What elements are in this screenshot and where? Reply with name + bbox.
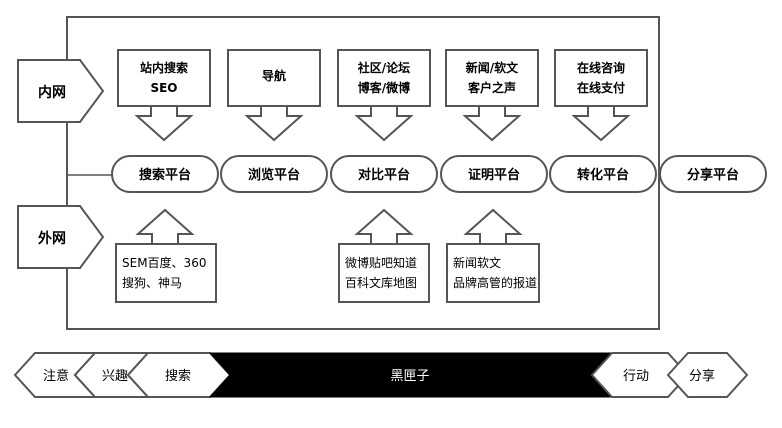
platform-pill-0: 搜索平台 bbox=[111, 155, 219, 193]
funnel-stage-label: 搜索 bbox=[165, 369, 191, 384]
top-box-line: SEO bbox=[150, 81, 177, 95]
down-arrow bbox=[462, 105, 522, 142]
platform-pill-5: 分享平台 bbox=[659, 155, 767, 193]
top-box-line: 客户之声 bbox=[467, 80, 516, 95]
platform-label: 搜索平台 bbox=[139, 167, 191, 183]
top-box-line: 在线支付 bbox=[577, 80, 625, 95]
down-arrow bbox=[571, 105, 631, 142]
up-arrow bbox=[354, 208, 414, 245]
platform-pill-3: 证明平台 bbox=[440, 155, 548, 193]
platform-label: 分享平台 bbox=[687, 167, 739, 183]
funnel-stage-right-0: 行动 bbox=[590, 352, 690, 398]
down-arrow bbox=[134, 105, 194, 142]
top-box-line: 导航 bbox=[262, 68, 286, 83]
intranet-tag: 内网 bbox=[17, 59, 105, 123]
intranet-label: 内网 bbox=[38, 84, 66, 101]
platform-pill-4: 转化平台 bbox=[549, 155, 657, 193]
top-box-line: 站内搜索 bbox=[140, 60, 188, 75]
top-box-1: 导航 bbox=[227, 49, 321, 142]
top-box-line: 在线咨询 bbox=[577, 60, 625, 75]
platform-label: 对比平台 bbox=[358, 167, 410, 183]
funnel-stage-left-2: 搜索 bbox=[126, 352, 232, 398]
funnel-stage-label: 注意 bbox=[43, 368, 69, 384]
funnel-stage-right-1: 分享 bbox=[666, 352, 749, 398]
extranet-label: 外网 bbox=[38, 230, 66, 247]
top-box-0: 站内搜索 SEO bbox=[117, 49, 211, 142]
funnel-stage-label: 行动 bbox=[623, 369, 649, 384]
top-box-line: 博客/微博 bbox=[358, 80, 410, 95]
black-box: 黑匣子 bbox=[208, 352, 614, 398]
platform-pill-2: 对比平台 bbox=[330, 155, 438, 193]
bottom-box-line: 新闻软文 bbox=[453, 255, 501, 270]
platform-pill-1: 浏览平台 bbox=[220, 155, 328, 193]
bottom-box-line: 搜狗、神马 bbox=[122, 275, 182, 290]
up-arrow bbox=[463, 208, 523, 245]
up-arrow bbox=[135, 208, 195, 245]
bottom-box-line: 微博贴吧知道 bbox=[345, 255, 417, 270]
black-box-label: 黑匣子 bbox=[390, 369, 429, 384]
top-box-line: 社区/论坛 bbox=[357, 60, 410, 75]
funnel-stage-label: 兴趣 bbox=[102, 369, 128, 384]
extranet-tag: 外网 bbox=[17, 205, 105, 269]
bottom-box-0: SEM百度、360 搜狗、神马 bbox=[115, 208, 217, 303]
platform-label: 浏览平台 bbox=[248, 167, 300, 183]
down-arrow bbox=[354, 105, 414, 142]
bottom-box-line: SEM百度、360 bbox=[122, 255, 206, 270]
funnel-stage-label: 分享 bbox=[689, 368, 715, 384]
bottom-box-line: 品牌高管的报道 bbox=[453, 275, 537, 290]
main-frame bbox=[66, 16, 660, 330]
down-arrow bbox=[244, 105, 304, 142]
platform-label: 转化平台 bbox=[577, 167, 629, 183]
bottom-box-line: 百科文库地图 bbox=[345, 275, 417, 290]
top-box-line: 新闻/软文 bbox=[466, 60, 519, 75]
platform-label: 证明平台 bbox=[468, 167, 520, 183]
